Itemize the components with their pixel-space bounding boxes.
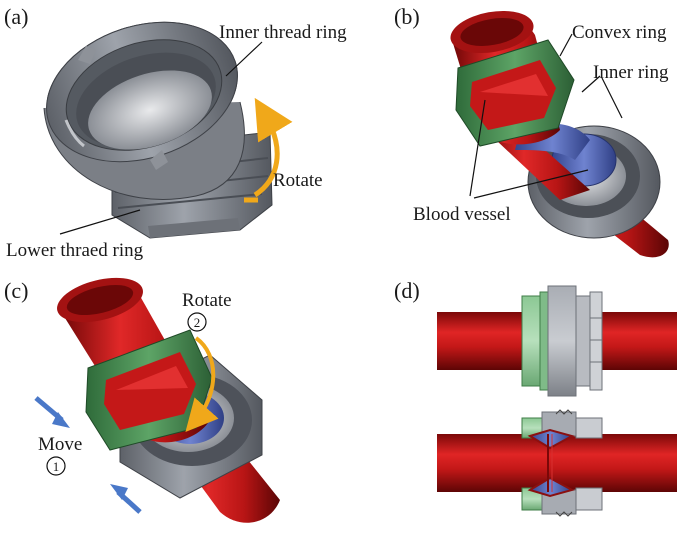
label-inner-ring: Inner ring [593, 62, 669, 83]
label-move: Move [38, 434, 82, 455]
panel-label-b: (b) [394, 4, 420, 29]
label-lower-ring: Lower thraed ring [6, 240, 144, 261]
side-view-assembled [437, 285, 677, 397]
step-number-1: 1 [53, 459, 60, 474]
panel-c: 2 1 (c) Rotate Move [4, 277, 280, 523]
step-number-2: 2 [194, 315, 201, 330]
panel-b: (b) Convex ring Inner ring Blood vessel [394, 4, 669, 258]
move-arrows [34, 396, 142, 514]
label-convex-ring: Convex ring [572, 22, 667, 43]
leader-inner-thread [225, 41, 263, 77]
rotate-arrow-c [185, 336, 219, 433]
leader-lower-ring [59, 209, 141, 235]
label-blood-vessel: Blood vessel [413, 204, 511, 225]
label-inner-thread-ring: Inner thread ring [219, 22, 347, 43]
step-circle-2 [187, 312, 207, 332]
panel-a: (a) Inner thread ring Rotate Lower thrae… [4, 4, 347, 261]
rotate-arrow-a [253, 97, 293, 198]
panel-label-c: (c) [4, 278, 28, 303]
section-view [437, 409, 677, 517]
inner-thread-ring [43, 21, 245, 200]
convex-ring-b [455, 39, 575, 147]
panel-label-d: (d) [394, 278, 420, 303]
step-circle-1 [46, 456, 66, 476]
panel-d: (d) [394, 278, 677, 517]
label-rotate-a: Rotate [273, 170, 323, 191]
convex-ring-c [85, 329, 213, 451]
panel-label-a: (a) [4, 4, 28, 29]
label-rotate-c: Rotate [182, 290, 232, 311]
